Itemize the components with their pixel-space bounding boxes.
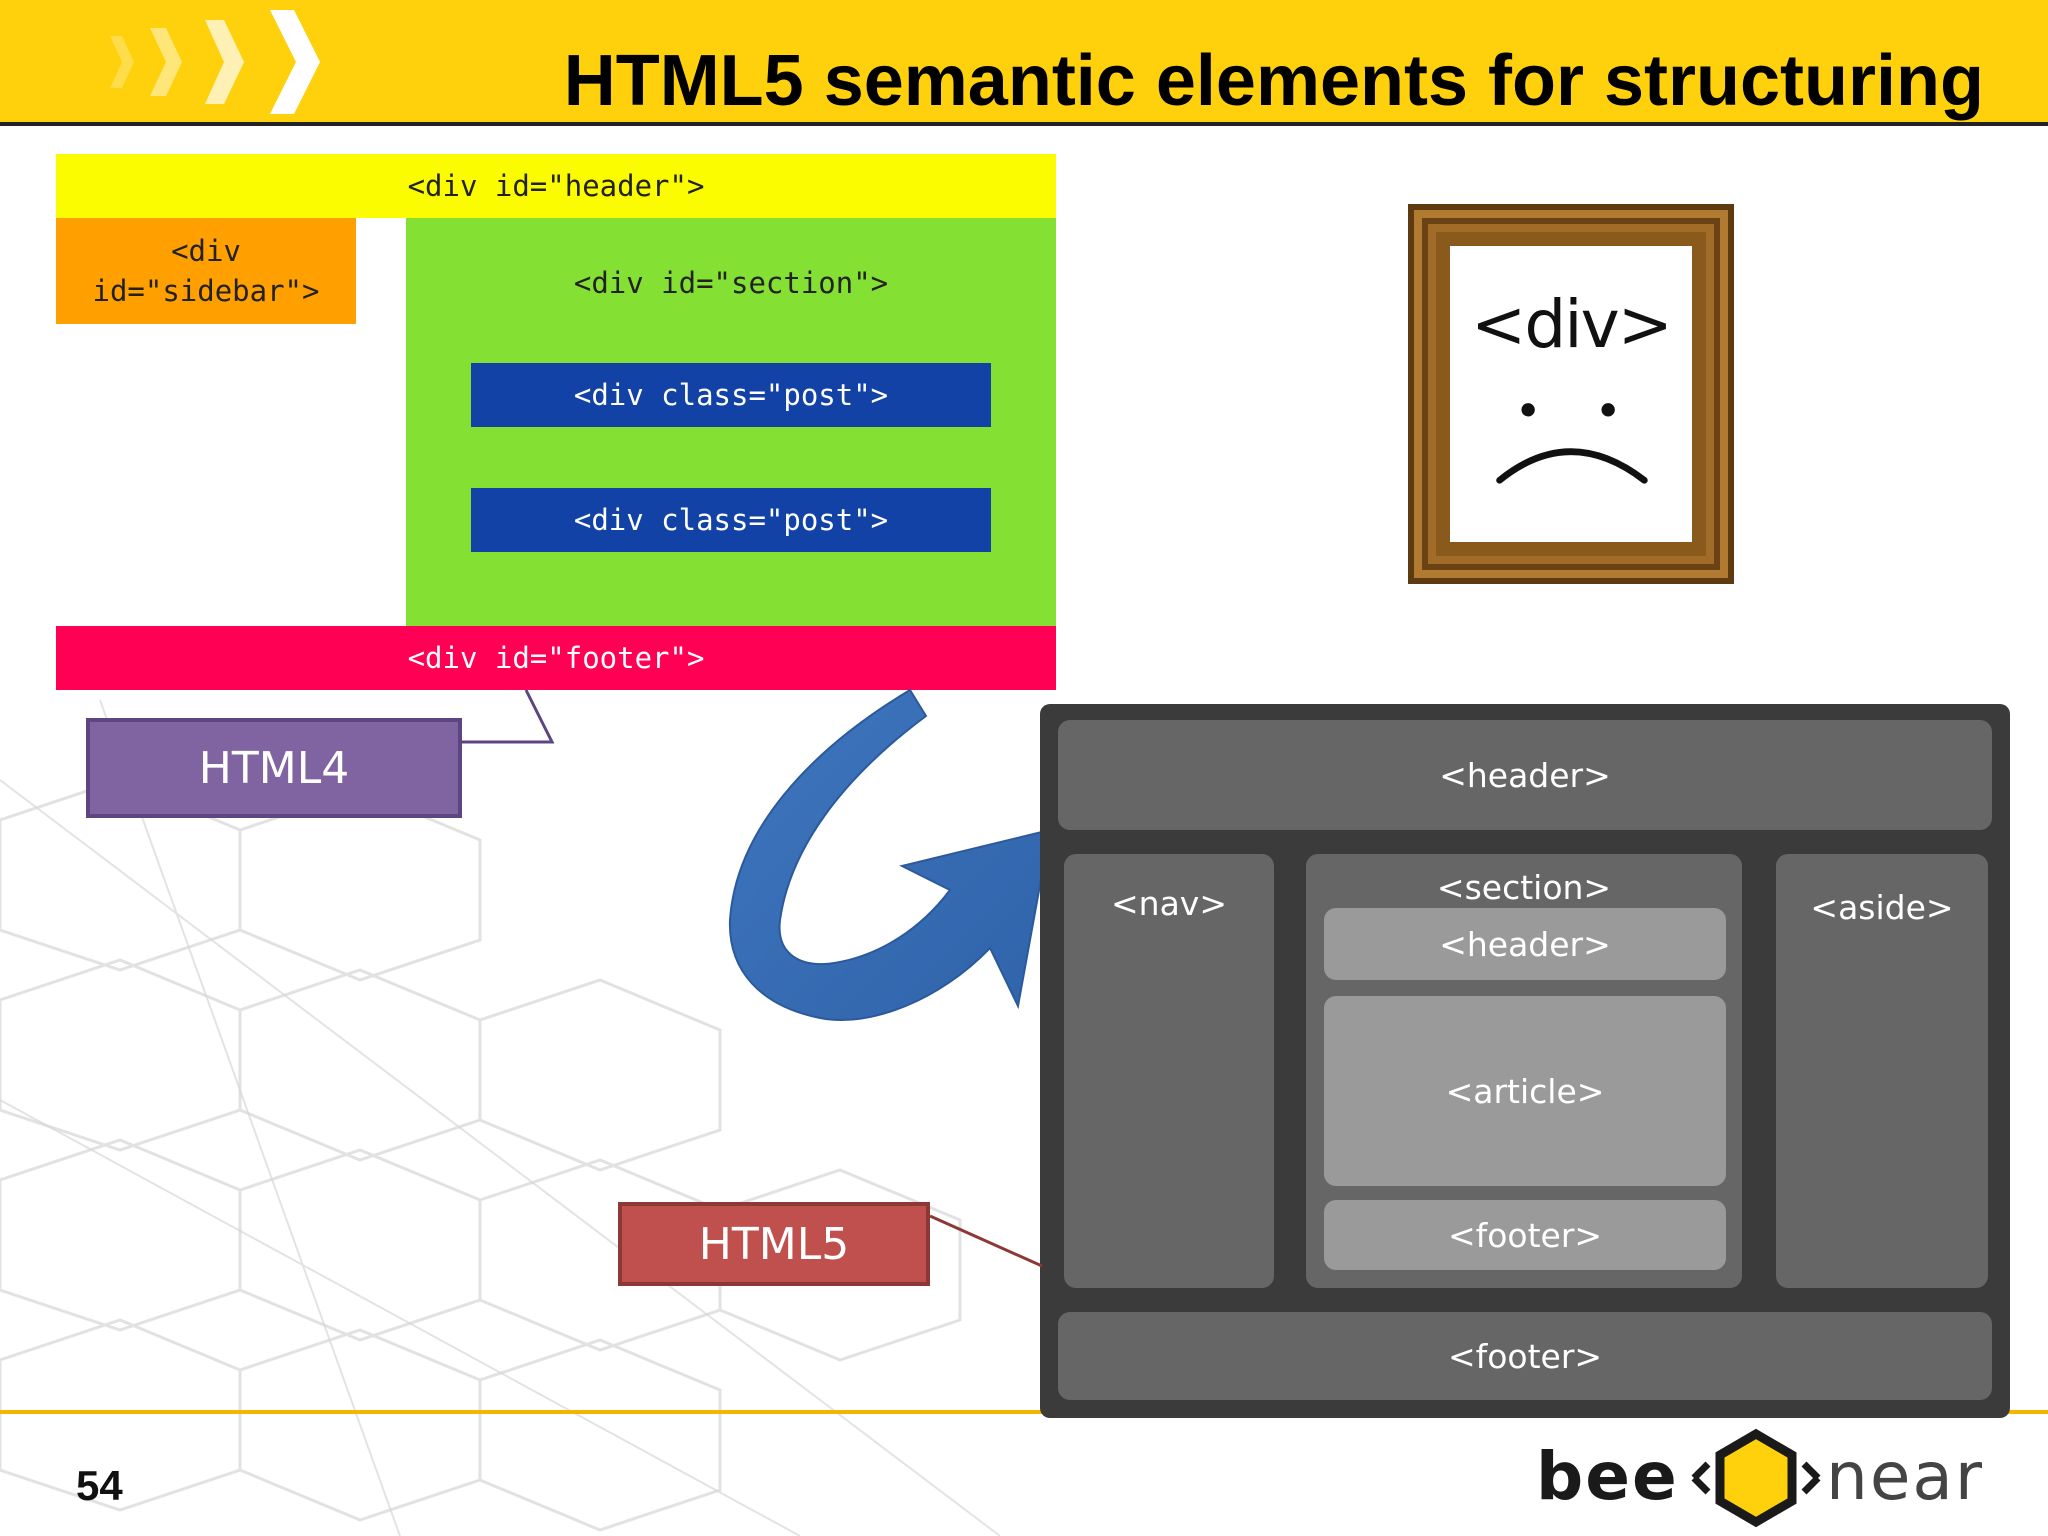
html5-section-header-block: <header> [1324, 908, 1726, 980]
sad-face-icon [1496, 403, 1648, 484]
frame-canvas: <div> [1450, 246, 1692, 542]
html4-footer-block: <div id="footer"> [56, 626, 1056, 690]
html5-layout: <header> <nav> <section> <aside> <header… [1040, 704, 2010, 1418]
html5-section-footer-block: <footer> [1324, 1200, 1726, 1270]
picture-frame: <div> [1408, 204, 1734, 584]
logo-text-left: bee [1536, 1438, 1679, 1515]
html5-nav-block: <nav> [1064, 854, 1274, 1288]
html5-footer-block: <footer> [1058, 1312, 1992, 1400]
logo-text-right: near [1826, 1438, 1985, 1515]
html4-sidebar-block: <div id="sidebar"> [56, 218, 356, 324]
hexagon-logo-icon [1691, 1428, 1821, 1528]
bottom-divider [0, 1410, 2048, 1414]
html4-post-block: <div class="post"> [471, 488, 991, 552]
html4-label: HTML4 [86, 718, 462, 818]
chevron-arrows-icon [110, 10, 320, 114]
html5-article-block: <article> [1324, 996, 1726, 1186]
beenear-logo: bee near [1536, 1428, 1996, 1528]
html5-aside-block: <aside> [1776, 854, 1988, 1288]
html5-header-block: <header> [1058, 720, 1992, 830]
html4-section-block: <div id="section"> <div class="post"> <d… [406, 218, 1056, 626]
title-bar: HTML5 semantic elements for structuring [0, 0, 2048, 126]
html4-sidebar-line2: id="sidebar"> [92, 274, 320, 308]
frame-div-text: <div> [1471, 286, 1673, 363]
slide-title: HTML5 semantic elements for structuring [563, 41, 1984, 121]
html4-section-label: <div id="section"> [573, 266, 889, 300]
page-number: 54 [76, 1462, 123, 1509]
html4-sidebar-line1: <div [171, 234, 241, 268]
curved-arrow-icon [728, 688, 1052, 1022]
html4-post-block: <div class="post"> [471, 363, 991, 427]
html5-label: HTML5 [618, 1202, 930, 1286]
html4-header-block: <div id="header"> [56, 154, 1056, 218]
